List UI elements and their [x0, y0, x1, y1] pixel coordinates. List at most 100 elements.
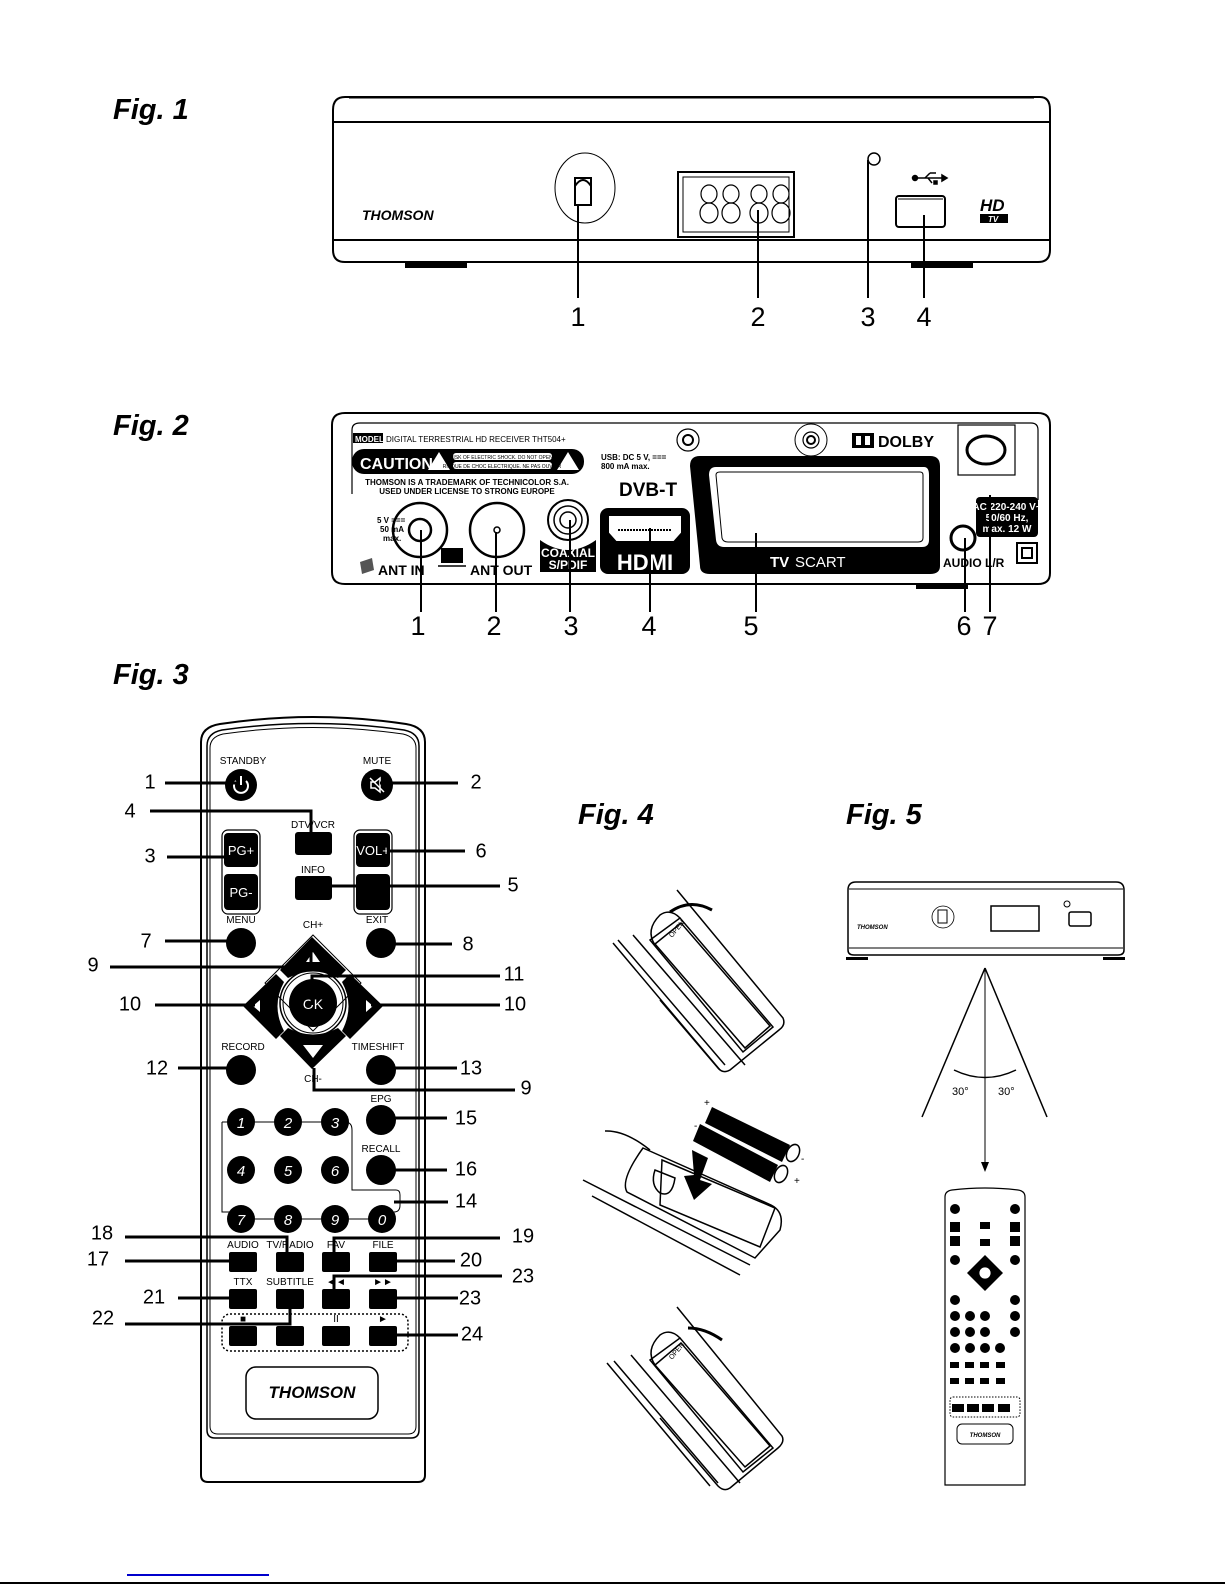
fig3-callout-19: 19: [511, 1225, 535, 1248]
fig3-callout-3: 3: [144, 845, 156, 868]
fig1-callout-1: 1: [570, 302, 586, 332]
standby-label: STANDBY: [220, 756, 267, 767]
fig3-callout-14: 14: [454, 1190, 478, 1213]
file-label: FILE: [372, 1240, 393, 1251]
fig3-callout-11: 11: [503, 963, 525, 986]
hdmi-logo: HDMI: [617, 550, 673, 575]
power-line3: max. 12 W: [983, 524, 1032, 535]
fig2-callout-2: 2: [486, 611, 502, 641]
fig2-title: Fig. 2: [113, 410, 189, 442]
fig2-callout-5: 5: [743, 611, 759, 641]
caution-text: CAUTION: [360, 456, 433, 473]
fig3-callout-8: 8: [462, 933, 474, 956]
digit-5-label: 5: [284, 1163, 293, 1180]
fig3-callout-13: 13: [459, 1057, 483, 1080]
vol-up-button[interactable]: [356, 833, 390, 867]
ir-sensor-window: [554, 152, 616, 224]
rewind-button[interactable]: [322, 1289, 350, 1309]
audio-label: AUDIO: [227, 1240, 259, 1251]
ant-in-label: ANT IN: [378, 562, 425, 578]
power-socket: [965, 434, 1007, 466]
number-pad: [227, 1108, 396, 1233]
pause-label: II: [333, 1314, 339, 1325]
mini-remote-buttons: [950, 1204, 1020, 1412]
tv-radio-button[interactable]: [276, 1252, 304, 1272]
general-warning-icon: [557, 452, 579, 470]
ant-out-label: ANT OUT: [470, 562, 533, 578]
power-icon: [233, 776, 249, 794]
trademark-line2: USED UNDER LICENSE TO STRONG EUROPE: [379, 487, 555, 496]
fig3-callout-6: 6: [475, 840, 487, 863]
fig3-callout-9-bottom: 9: [520, 1077, 532, 1100]
subtitle-button[interactable]: [276, 1289, 304, 1309]
digit-2-label: 2: [283, 1115, 293, 1132]
power-line1: AC 220-240 V~: [972, 502, 1041, 513]
fig1-callout-4: 4: [916, 302, 932, 332]
digit-3-label: 3: [331, 1115, 340, 1132]
dolby-logo: DOLBY: [878, 434, 934, 451]
mute-icon: [369, 776, 385, 794]
forward-label: ►►: [373, 1277, 393, 1288]
ttx-button[interactable]: [229, 1289, 257, 1309]
pg-up-label: PG+: [228, 843, 254, 858]
timeshift-label: TIMESHIFT: [352, 1042, 405, 1053]
usb-spec-line1: USB: DC 5 V, ===: [601, 453, 667, 462]
pause-button[interactable]: [322, 1326, 350, 1346]
audio-lr-jack: [949, 524, 977, 552]
fig2-callout-4: 4: [641, 611, 657, 641]
fav-label: FAV: [327, 1240, 345, 1251]
signal-arrow-icon: [981, 1162, 989, 1172]
pg-up-button[interactable]: [224, 833, 258, 867]
fig3-callout-10-left: 10: [118, 993, 142, 1016]
info-button[interactable]: [295, 876, 332, 900]
mute-label: MUTE: [363, 756, 392, 767]
left-button[interactable]: [243, 974, 284, 1039]
fig5-title: Fig. 5: [846, 799, 922, 831]
stop-button[interactable]: [229, 1326, 257, 1346]
fig1-callout-3: 3: [860, 302, 876, 332]
scart-label-bold: TV: [770, 554, 789, 571]
stop-label: ■: [240, 1314, 246, 1325]
record-button[interactable]: [226, 1055, 256, 1085]
vol-up-label: VOL+: [356, 843, 390, 858]
fig3-title: Fig. 3: [113, 659, 189, 691]
digit-8-label: 8: [284, 1212, 293, 1229]
battery-plus-bottom: +: [794, 1176, 800, 1187]
usb-port: [895, 195, 946, 228]
play-label: ►: [378, 1314, 388, 1325]
batteries: + - - +: [693, 1098, 804, 1187]
ant-spec-line1: 5 V ===: [377, 516, 406, 525]
epg-button[interactable]: [366, 1105, 396, 1135]
digit-9-label: 9: [331, 1212, 340, 1229]
fig3-callout-10-right: 10: [503, 993, 527, 1016]
menu-button[interactable]: [226, 928, 256, 958]
pg-down-button[interactable]: [224, 874, 258, 910]
audio-button[interactable]: [229, 1252, 257, 1272]
fig3-callout-23-bottom: 23: [458, 1287, 482, 1310]
fig2-callout-1: 1: [410, 611, 426, 641]
usb-icon: [911, 172, 949, 185]
footer-link-underline[interactable]: [127, 1574, 269, 1576]
power-rating-label-bg: [976, 497, 1038, 537]
angle-left-label: 30°: [952, 1086, 969, 1098]
remote-brand-logo: THOMSON: [269, 1383, 357, 1402]
fav-button[interactable]: [322, 1252, 350, 1272]
digit-4-label: 4: [237, 1163, 245, 1180]
receiver-small: [847, 881, 1125, 956]
coaxial-label-line1: COAXIAL: [541, 546, 595, 560]
fig1-front-panel-diagram: THOMSON HD TV: [332, 96, 1051, 298]
fig3-callout-5: 5: [507, 874, 519, 897]
model-text: DIGITAL TERRESTRIAL HD RECEIVER THT504+: [386, 435, 566, 444]
fig3-callout-12: 12: [145, 1057, 169, 1080]
fig2-callout-6: 6: [956, 611, 972, 641]
record-dot-button[interactable]: [276, 1326, 304, 1346]
fig3-callout-21: 21: [142, 1286, 166, 1309]
timeshift-button[interactable]: [366, 1055, 396, 1085]
right-button[interactable]: [342, 974, 383, 1039]
vol-down-button[interactable]: [356, 874, 390, 910]
mini-remote-brand: THOMSON: [970, 1433, 1001, 1439]
dtv-vcr-button[interactable]: [295, 832, 332, 855]
battery-cover-close-step: [606, 1306, 784, 1491]
